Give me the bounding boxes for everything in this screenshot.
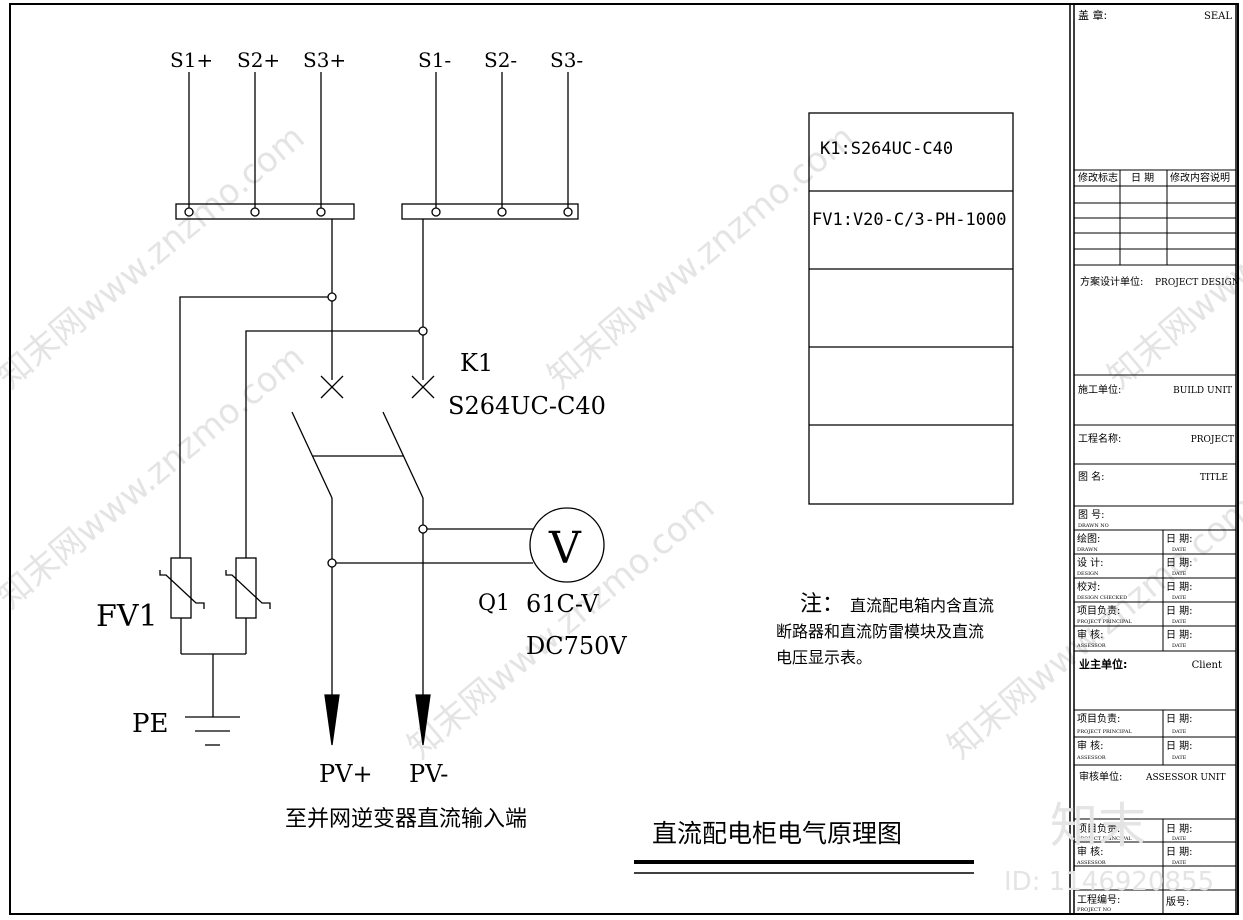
title-block: 盖 章: SEAL 修改标志 日 期 修改内容说明 方案设计单位: PROJEC…: [1076, 8, 1240, 913]
note-line-2: 断路器和直流防雷模块及直流: [776, 622, 984, 641]
voltmeter-tag: Q1: [478, 591, 510, 616]
date-label: 日 期:: [1166, 823, 1193, 835]
date-en: DATE: [1172, 619, 1187, 625]
check-en: DESIGN CHECKED: [1077, 595, 1127, 601]
pm-label: 项目负责:: [1077, 822, 1120, 835]
terminal-label-s1-neg: S1-: [418, 48, 451, 72]
design-unit-label: 方案设计单位:: [1080, 275, 1143, 288]
date-en: DATE: [1172, 755, 1187, 761]
breaker-tag: K1: [460, 349, 493, 377]
date-label: 日 期:: [1166, 557, 1193, 569]
date-en: DATE: [1172, 729, 1187, 735]
seal-en: SEAL: [1204, 11, 1232, 22]
terminal-label-s2-pos: S2+: [237, 48, 280, 72]
rev-header-mark: 修改标志: [1078, 171, 1118, 184]
output-neg-label: PV-: [409, 760, 448, 788]
date-en: DATE: [1172, 547, 1187, 553]
terminal-label-s2-neg: S2-: [484, 48, 517, 72]
drawing-title: 直流配电柜电气原理图: [652, 819, 902, 848]
project-name-en: PROJECT: [1191, 435, 1234, 445]
legend-table: [808, 112, 1014, 505]
pm-en: PROJECT PRINCIPAL: [1077, 619, 1132, 625]
date-label: 日 期:: [1166, 629, 1193, 641]
drawing-no-en: DRAWN NO: [1078, 523, 1109, 529]
date-label: 日 期:: [1166, 533, 1193, 545]
terminal-label-s3-pos: S3+: [303, 48, 346, 72]
voltmeter-circle: [529, 507, 605, 583]
review-en: ASSESSOR: [1076, 643, 1106, 649]
design-label: 设 计:: [1077, 556, 1104, 569]
legend-row-k1: K1:S264UC-C40: [820, 139, 953, 159]
title-label: 图 名:: [1078, 470, 1105, 483]
client-en: Client: [1192, 660, 1222, 671]
note-line-1: 直流配电箱内含直流: [850, 596, 994, 615]
draw-en: DRAWN: [1077, 547, 1098, 553]
assessor-unit-en: ASSESSOR UNIT: [1145, 773, 1225, 783]
date-en: DATE: [1172, 595, 1187, 601]
project-name-label: 工程名称:: [1078, 432, 1121, 445]
version-label: 版号:: [1166, 895, 1189, 908]
assessor-unit-label: 审核单位:: [1079, 770, 1122, 783]
rev-header-date: 日 期: [1131, 172, 1154, 184]
note-line-3: 电压显示表。: [776, 648, 872, 667]
build-unit-label: 施工单位:: [1078, 383, 1121, 396]
review-label: 审 核:: [1077, 739, 1104, 752]
drawing-no-label: 图 号:: [1078, 509, 1105, 521]
date-label: 日 期:: [1166, 846, 1193, 858]
date-en: DATE: [1172, 571, 1187, 577]
title-en: TITLE: [1200, 473, 1228, 483]
date-en: DATE: [1172, 836, 1187, 842]
title-block-frame: [1069, 4, 1237, 914]
watermark-text: 知末网www.znzmo.com: [540, 117, 862, 396]
terminal-label-s3-neg: S3-: [550, 48, 583, 72]
project-no-en: PROJECT NO: [1077, 907, 1111, 913]
date-en: DATE: [1172, 643, 1187, 649]
schematic-wiring: [159, 72, 605, 746]
terminal-label-s1-pos: S1+: [170, 48, 213, 72]
seal-label: 盖 章:: [1078, 8, 1107, 22]
date-label: 日 期:: [1166, 605, 1193, 617]
legend-row-fv1: FV1:V20-C/3-PH-1000: [812, 210, 1006, 230]
voltmeter-model: 61C-V: [526, 590, 599, 618]
note-title: 注：: [800, 592, 844, 617]
ground-label: PE: [132, 709, 168, 739]
rev-header-desc: 修改内容说明: [1170, 171, 1230, 184]
draw-label: 绘图:: [1077, 532, 1100, 545]
review-en: ASSESSOR: [1076, 860, 1106, 866]
output-pos-label: PV+: [319, 760, 373, 788]
spd-tag: FV1: [96, 599, 158, 634]
breaker-model: S264UC-C40: [448, 392, 606, 420]
review-en: ASSESSOR: [1076, 755, 1106, 761]
review-label: 审 核:: [1077, 845, 1104, 858]
pm-en: PROJECT PRINCIPAL: [1077, 836, 1132, 842]
build-unit-en: BUILD UNIT: [1173, 386, 1232, 396]
date-label: 日 期:: [1166, 740, 1193, 752]
check-label: 校对:: [1077, 580, 1100, 593]
pm-label: 项目负责:: [1077, 712, 1120, 725]
watermark-text: 知末网www.znzmo.com: [1100, 117, 1243, 396]
output-caption: 至并网逆变器直流输入端: [285, 807, 527, 832]
review-label: 审 核:: [1077, 628, 1104, 641]
design-unit-en: PROJECT DESIGN: [1155, 278, 1240, 288]
client-label: 业主单位:: [1079, 657, 1127, 671]
date-label: 日 期:: [1166, 713, 1193, 725]
sheet-border: [9, 3, 1239, 915]
date-label: 日 期:: [1166, 581, 1193, 593]
watermark-brand: 知末: [1050, 798, 1146, 854]
watermark-id: ID: 1146920855: [1004, 867, 1214, 897]
date-en: DATE: [1172, 860, 1187, 866]
design-en: DESIGN: [1077, 571, 1099, 577]
voltmeter-rating: DC750V: [526, 632, 627, 660]
watermark-text: 知末网www.znzmo.com: [0, 337, 312, 616]
project-no-label: 工程编号:: [1077, 893, 1120, 906]
voltmeter-symbol: V: [548, 523, 582, 574]
pm-label: 项目负责:: [1077, 604, 1120, 617]
pm-en: PROJECT PRINCIPAL: [1077, 729, 1132, 735]
